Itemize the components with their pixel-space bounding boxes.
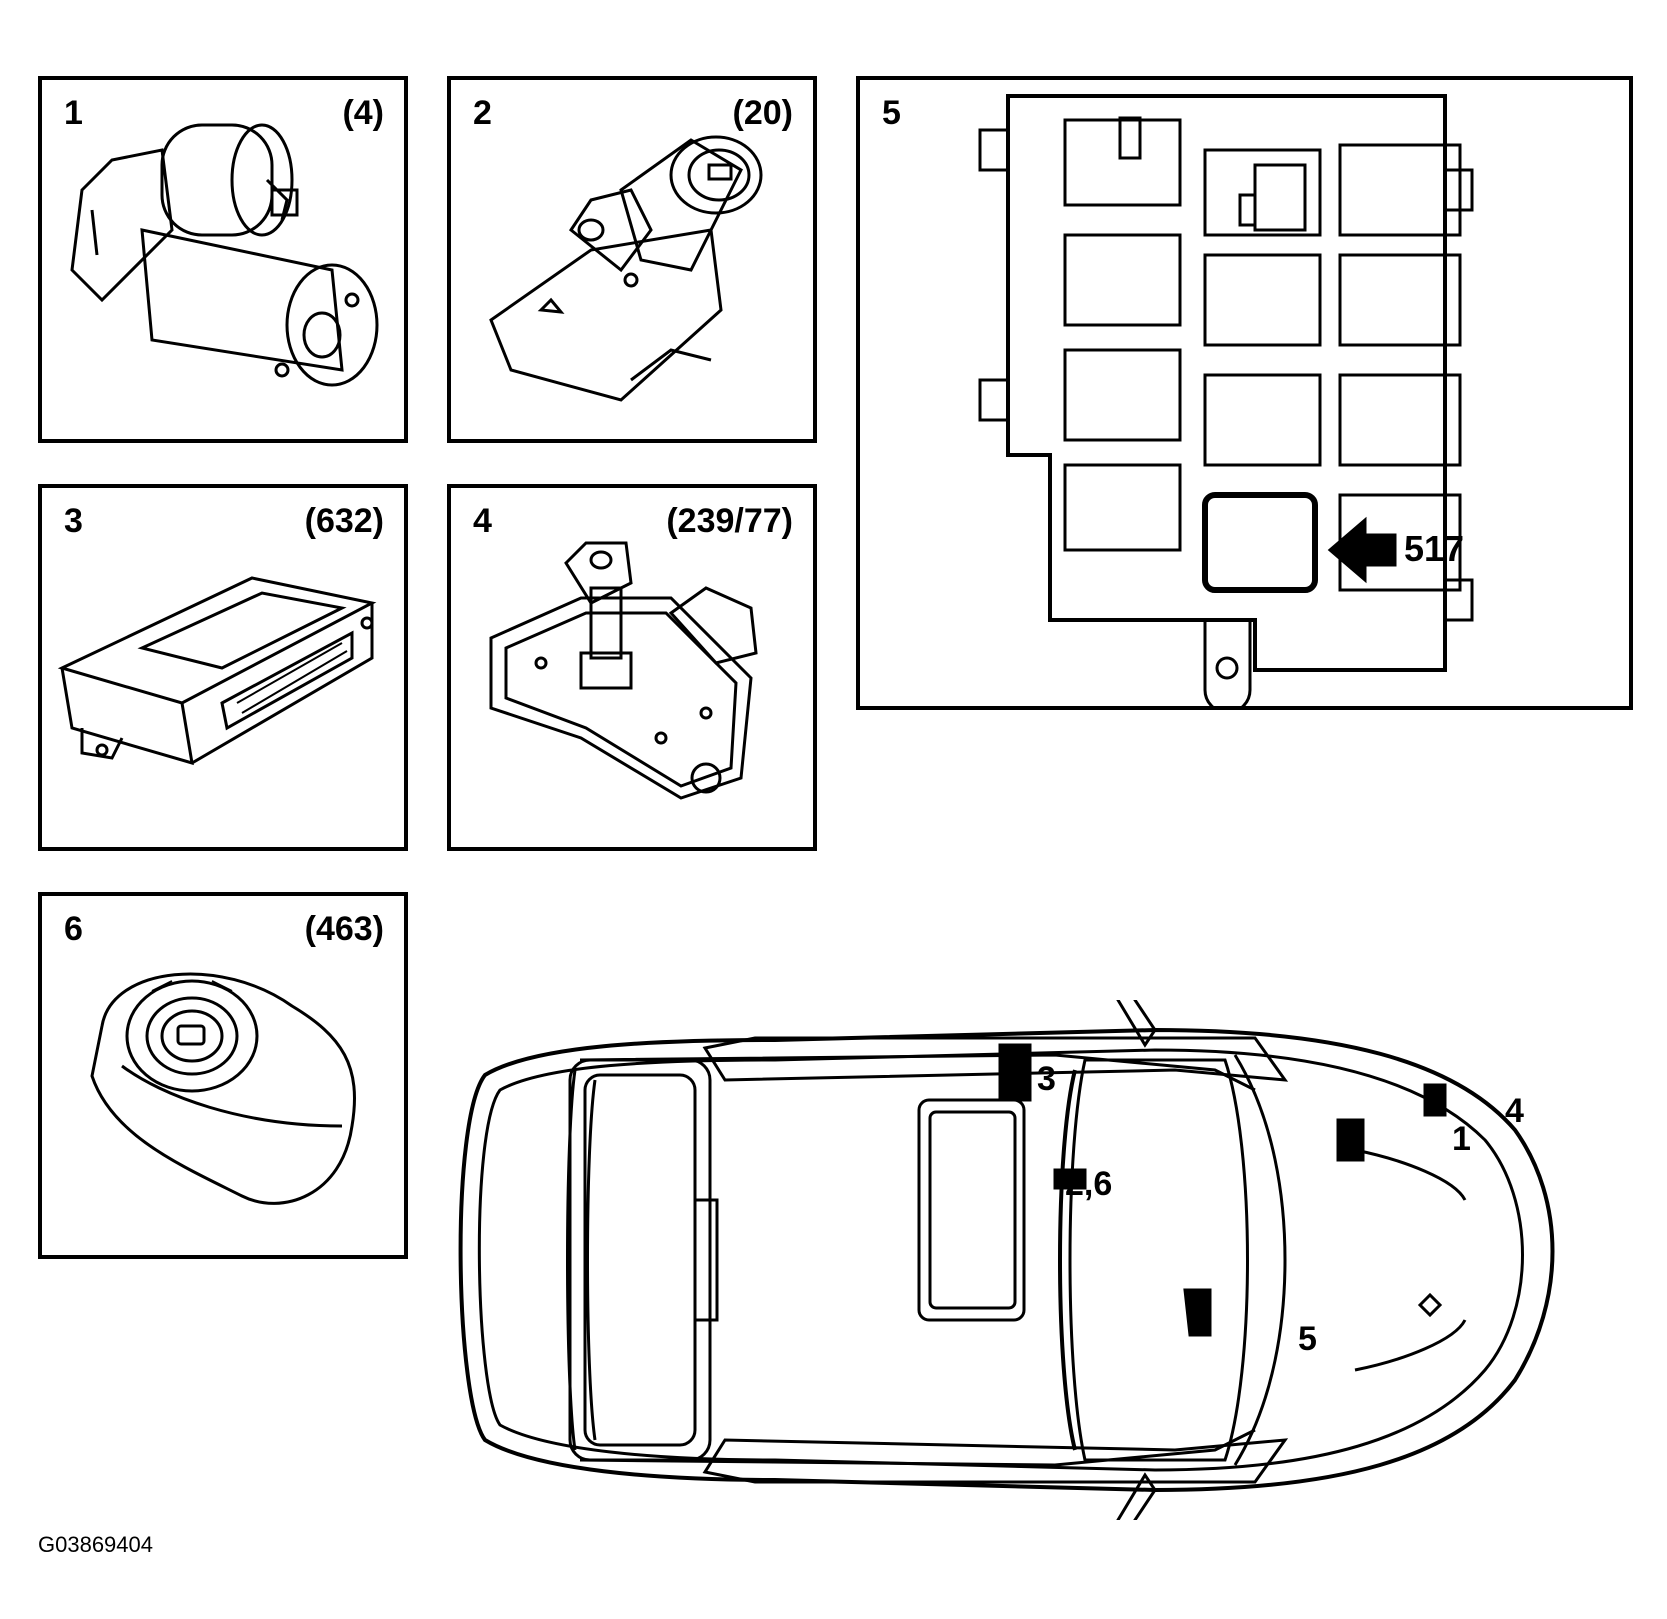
panel-number: 3 — [64, 502, 83, 540]
panel-reference: (20) — [732, 94, 793, 132]
component-panel-1: 1 (4) — [38, 76, 408, 443]
relay-box-panel-5: 5 517 — [856, 76, 1633, 710]
car-callout-2-6: 2,6 — [1065, 1165, 1113, 1203]
car-callout-5: 5 — [1298, 1320, 1317, 1358]
component-panel-6: 6 (463) — [38, 892, 408, 1259]
starter-motor-icon — [70, 123, 379, 387]
component-panel-2: 2 (20) — [447, 76, 817, 443]
relay-slot — [1063, 118, 1182, 207]
panel-reference: (463) — [304, 910, 384, 948]
panel-number: 5 — [882, 94, 901, 132]
relay-callout-517: 517 — [1404, 528, 1465, 569]
relay-box-icon — [978, 94, 1474, 706]
figure-id: G03869404 — [38, 1532, 153, 1557]
ignition-switch-icon — [489, 135, 763, 402]
panel-number: 1 — [64, 94, 83, 132]
panel-reference: (4) — [342, 94, 384, 132]
ignition-key-housing-icon — [90, 972, 356, 1205]
car-callout-4: 4 — [1505, 1092, 1524, 1130]
panel-reference: (632) — [304, 502, 384, 540]
control-module-icon — [57, 576, 377, 766]
vehicle-top-view — [458, 1000, 1555, 1520]
car-callout-3: 3 — [1037, 1060, 1056, 1098]
component-panel-3: 3 (632) — [38, 484, 408, 851]
highlighted-relay — [1202, 492, 1318, 593]
panel-number: 4 — [473, 502, 492, 540]
panel-reference: (239/77) — [666, 502, 793, 540]
car-callout-1: 1 — [1452, 1120, 1471, 1158]
component-panel-4: 4 (239/77) — [447, 484, 817, 851]
panel-number: 6 — [64, 910, 83, 948]
panel-number: 2 — [473, 94, 492, 132]
range-sensor-icon — [489, 541, 758, 800]
